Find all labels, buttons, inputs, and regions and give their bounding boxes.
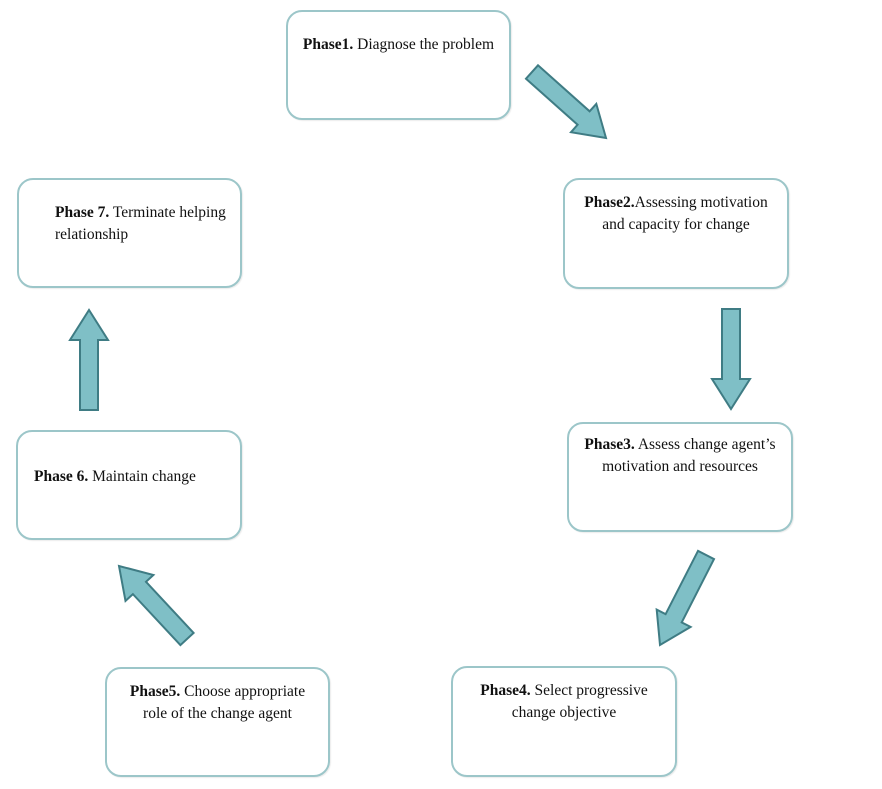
arrow-phase1-to-phase2 <box>524 63 608 140</box>
phase7-box: Phase 7. Terminate helping relationship <box>17 178 242 288</box>
phase1-box: Phase1. Diagnose the problem <box>286 10 511 120</box>
phase4-box: Phase4. Select progressive change object… <box>451 666 677 777</box>
phase6-label: Phase 6. <box>34 468 89 485</box>
phase7-text: Terminate helping relationship <box>55 204 226 243</box>
phase4-label: Phase4. <box>480 682 531 699</box>
arrow-phase2-to-phase3 <box>710 308 752 411</box>
phase5-text: Choose appropriate role of the change ag… <box>143 683 306 722</box>
phase2-box: Phase2.Assessing motivation and capacity… <box>563 178 789 289</box>
phase1-text: Diagnose the problem <box>353 36 495 53</box>
phase2-text: Assessing motivation and capacity for ch… <box>602 194 768 233</box>
arrow-phase6-to-phase7 <box>68 308 110 411</box>
phase6-box: Phase 6. Maintain change <box>16 430 242 540</box>
phase3-box: Phase3. Assess change agent’s motivation… <box>567 422 793 532</box>
arrow-phase3-to-phase4 <box>655 549 716 647</box>
phase7-label: Phase 7. <box>55 204 110 221</box>
phase6-text: Maintain change <box>88 468 196 485</box>
phase5-label: Phase5. <box>129 683 181 700</box>
arrow-phase5-to-phase6 <box>117 564 196 647</box>
phase1-label: Phase1. <box>302 36 354 53</box>
phase3-text: Assess change agent’s motivation and res… <box>602 436 776 475</box>
phase4-text: Select progressive change objective <box>511 682 648 721</box>
phase5-box: Phase5. Choose appropriate role of the c… <box>105 667 330 777</box>
phase3-label: Phase3. <box>584 436 635 453</box>
phase2-label: Phase2. <box>584 194 635 211</box>
